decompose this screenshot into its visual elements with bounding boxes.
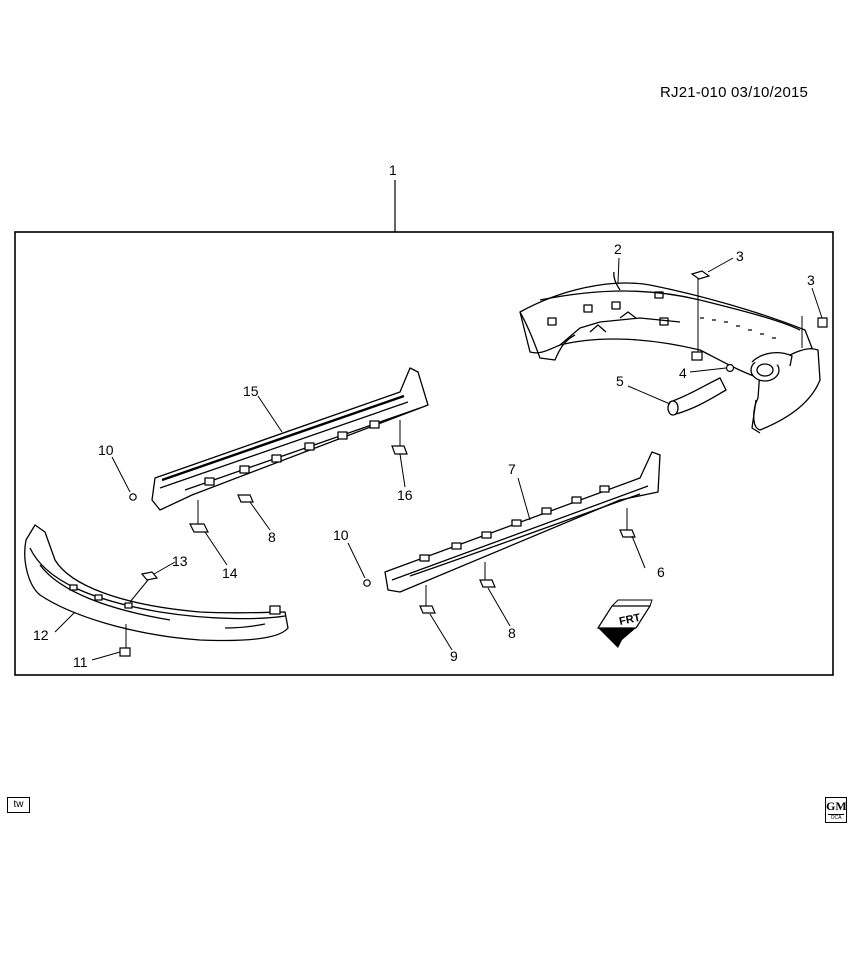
callout-11: 11 xyxy=(73,654,88,670)
callout-7: 7 xyxy=(508,461,516,477)
callout-10: 10 xyxy=(98,442,114,458)
callout-15: 15 xyxy=(243,383,259,399)
callout-8: 8 xyxy=(508,625,516,641)
callout-1: 1 xyxy=(389,162,397,178)
callout-5: 5 xyxy=(616,373,624,389)
callout-4: 4 xyxy=(679,365,687,381)
gm-logo-text: GM xyxy=(826,799,847,813)
leader-lines xyxy=(54,257,823,661)
tw-badge: tw xyxy=(7,797,30,813)
callout-14: 14 xyxy=(222,565,238,581)
front-indicator-label: FRT xyxy=(618,612,642,628)
diagram-code: RJ21-010 03/10/2015 xyxy=(660,84,809,101)
exhaust-extension-hose xyxy=(667,351,793,416)
callout-9: 9 xyxy=(450,648,458,664)
upper-rocker-molding xyxy=(151,367,429,511)
rear-fasteners xyxy=(690,270,828,373)
front-direction-arrow-icon: FRT xyxy=(596,599,653,648)
gm-logo-subtext: OCA xyxy=(828,814,844,821)
clips xyxy=(119,420,636,657)
callout-13: 13 xyxy=(172,553,188,569)
callout-3: 3 xyxy=(807,272,815,288)
callout-12: 12 xyxy=(33,627,49,643)
callout-3: 3 xyxy=(736,248,744,264)
assembly-frame xyxy=(14,231,834,676)
callout-8: 8 xyxy=(268,529,276,545)
callout-10: 10 xyxy=(333,527,349,543)
front-air-deflector xyxy=(24,524,289,642)
gm-logo: GM OCA xyxy=(825,797,847,823)
callout-16: 16 xyxy=(397,487,413,503)
lower-rocker-molding xyxy=(384,451,661,593)
callout-2: 2 xyxy=(614,241,622,257)
callout-6: 6 xyxy=(657,564,665,580)
